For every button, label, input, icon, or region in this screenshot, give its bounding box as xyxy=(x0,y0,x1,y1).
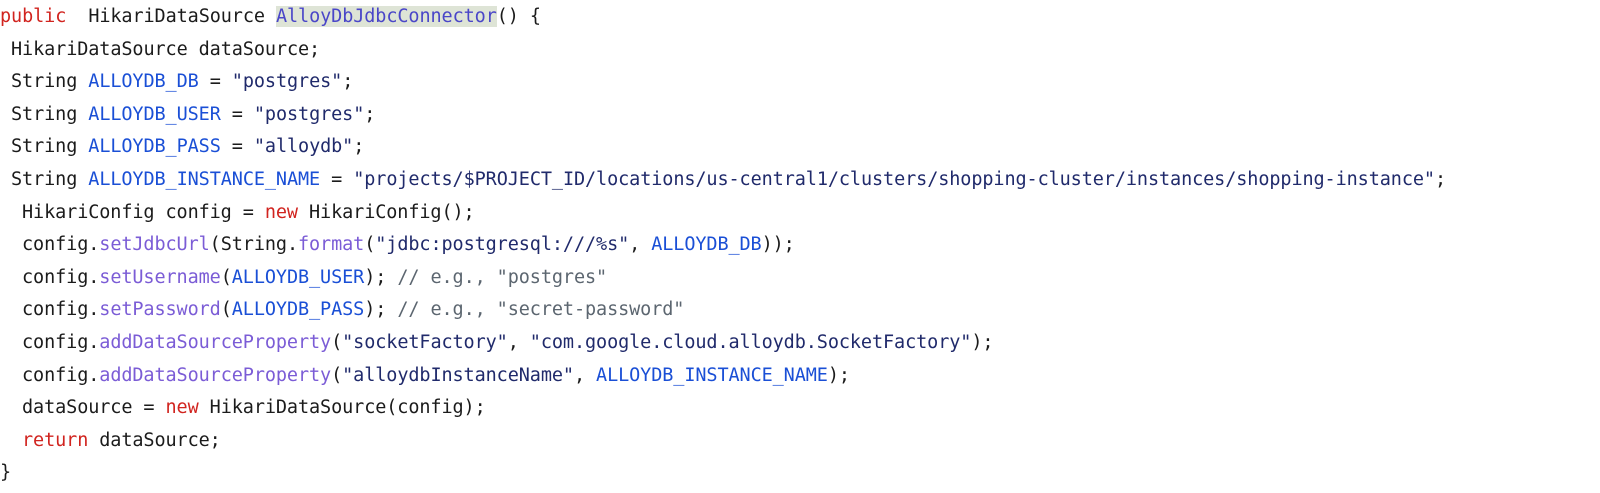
code-token-comment: // e.g., "secret-password" xyxy=(397,299,685,321)
code-token-plain: String xyxy=(11,136,89,158)
code-line: } xyxy=(0,457,1600,490)
code-token-const: ALLOYDB_PASS xyxy=(231,299,365,321)
code-token-plain xyxy=(66,6,88,27)
code-token-highlight[interactable]: AlloyDbJdbcConnector xyxy=(275,6,497,27)
code-token-comment: // e.g., "postgres" xyxy=(397,266,608,288)
code-token-plain: = xyxy=(320,168,354,190)
code-token-plain: config. xyxy=(22,331,100,353)
code-token-const: ALLOYDB_USER xyxy=(88,103,221,125)
code-line: String ALLOYDB_DB = "postgres"; xyxy=(0,66,1600,99)
code-token-const: ALLOYDB_DB xyxy=(88,71,199,93)
code-token-const: ALLOYDB_INSTANCE_NAME xyxy=(596,364,828,386)
code-token-plain: HikariConfig(); xyxy=(297,201,475,223)
code-token-kw: new xyxy=(165,397,199,419)
code-token-plain: String xyxy=(11,71,89,93)
code-line: dataSource = new HikariDataSource(config… xyxy=(0,392,1600,425)
code-token-plain: config. xyxy=(22,266,100,288)
code-token-plain: ( xyxy=(331,364,343,386)
code-token-plain: config. xyxy=(22,364,100,386)
code-token-plain: HikariDataSource xyxy=(88,6,276,27)
code-token-plain: config. xyxy=(22,299,100,321)
code-token-string: "postgres" xyxy=(231,71,343,93)
code-token-kw: public xyxy=(0,6,67,27)
code-line: HikariDataSource dataSource; xyxy=(0,34,1600,67)
code-line: public HikariDataSource AlloyDbJdbcConne… xyxy=(0,0,1600,34)
code-token-plain: ); xyxy=(364,266,398,288)
code-token-method: setPassword xyxy=(99,299,221,321)
code-line: config.setUsername(ALLOYDB_USER); // e.g… xyxy=(0,262,1600,295)
code-token-string: "alloydbInstanceName" xyxy=(342,364,574,386)
code-line: config.addDataSourceProperty("alloydbIns… xyxy=(0,360,1600,393)
code-token-method: setJdbcUrl xyxy=(99,234,210,256)
code-token-plain: String xyxy=(11,103,89,125)
code-token-plain: = xyxy=(220,136,254,158)
code-line: config.addDataSourceProperty("socketFact… xyxy=(0,327,1600,360)
code-line: String ALLOYDB_PASS = "alloydb"; xyxy=(0,131,1600,164)
code-token-plain: ); xyxy=(364,299,398,321)
code-token-plain: ); xyxy=(827,364,850,386)
code-token-plain: , xyxy=(573,364,597,386)
code-token-plain: dataSource; xyxy=(88,429,221,451)
code-token-const: ALLOYDB_PASS xyxy=(88,136,221,158)
code-token-plain: ( xyxy=(331,331,343,353)
code-token-plain: ; xyxy=(364,103,376,125)
code-token-plain: HikariDataSource dataSource; xyxy=(11,38,321,60)
code-token-plain: dataSource = xyxy=(22,397,166,419)
code-token-plain: String xyxy=(11,168,89,190)
code-token-plain: ( xyxy=(364,234,376,256)
code-line: config.setPassword(ALLOYDB_PASS); // e.g… xyxy=(0,294,1600,327)
code-token-const: ALLOYDB_INSTANCE_NAME xyxy=(88,168,321,190)
code-line: return dataSource; xyxy=(0,425,1600,458)
code-token-plain: config. xyxy=(22,234,100,256)
code-token-string: "projects/$PROJECT_ID/locations/us-centr… xyxy=(353,168,1435,190)
code-token-plain: HikariDataSource(config); xyxy=(198,397,486,419)
code-line: HikariConfig config = new HikariConfig()… xyxy=(0,197,1600,230)
code-token-method: format xyxy=(297,234,365,256)
code-token-const: ALLOYDB_DB xyxy=(651,234,762,256)
code-token-plain: ); xyxy=(971,331,994,353)
code-token-plain: , xyxy=(629,234,652,256)
code-token-method: addDataSourceProperty xyxy=(99,364,332,386)
code-token-plain: () { xyxy=(496,6,541,27)
code-token-plain: ; xyxy=(1434,168,1446,190)
code-token-plain: ( xyxy=(220,299,232,321)
code-token-string: "jdbc:postgresql:///%s" xyxy=(375,234,630,256)
code-token-string: "socketFactory" xyxy=(342,331,508,353)
code-token-plain: )); xyxy=(761,234,795,256)
code-line: String ALLOYDB_USER = "postgres"; xyxy=(0,99,1600,132)
code-token-string: "alloydb" xyxy=(253,136,354,158)
code-token-plain: ; xyxy=(342,71,354,93)
code-token-plain: } xyxy=(0,462,12,484)
code-token-method: addDataSourceProperty xyxy=(99,331,332,353)
code-token-const: ALLOYDB_USER xyxy=(231,266,365,288)
code-token-kw: new xyxy=(264,201,298,223)
code-token-plain: (String. xyxy=(209,234,298,256)
code-token-plain: ( xyxy=(220,266,232,288)
code-token-plain: = xyxy=(220,103,254,125)
code-token-plain: ; xyxy=(353,136,365,158)
code-token-kw: return xyxy=(22,429,89,451)
code-token-plain: , xyxy=(507,331,530,353)
code-token-string: "com.google.cloud.alloydb.SocketFactory" xyxy=(529,331,972,353)
code-token-plain: HikariConfig config = xyxy=(22,201,265,223)
code-line: config.setJdbcUrl(String.format("jdbc:po… xyxy=(0,229,1600,262)
code-token-plain: = xyxy=(198,71,232,93)
code-token-string: "postgres" xyxy=(253,103,365,125)
code-line: String ALLOYDB_INSTANCE_NAME = "projects… xyxy=(0,164,1600,197)
code-token-method: setUsername xyxy=(99,266,221,288)
